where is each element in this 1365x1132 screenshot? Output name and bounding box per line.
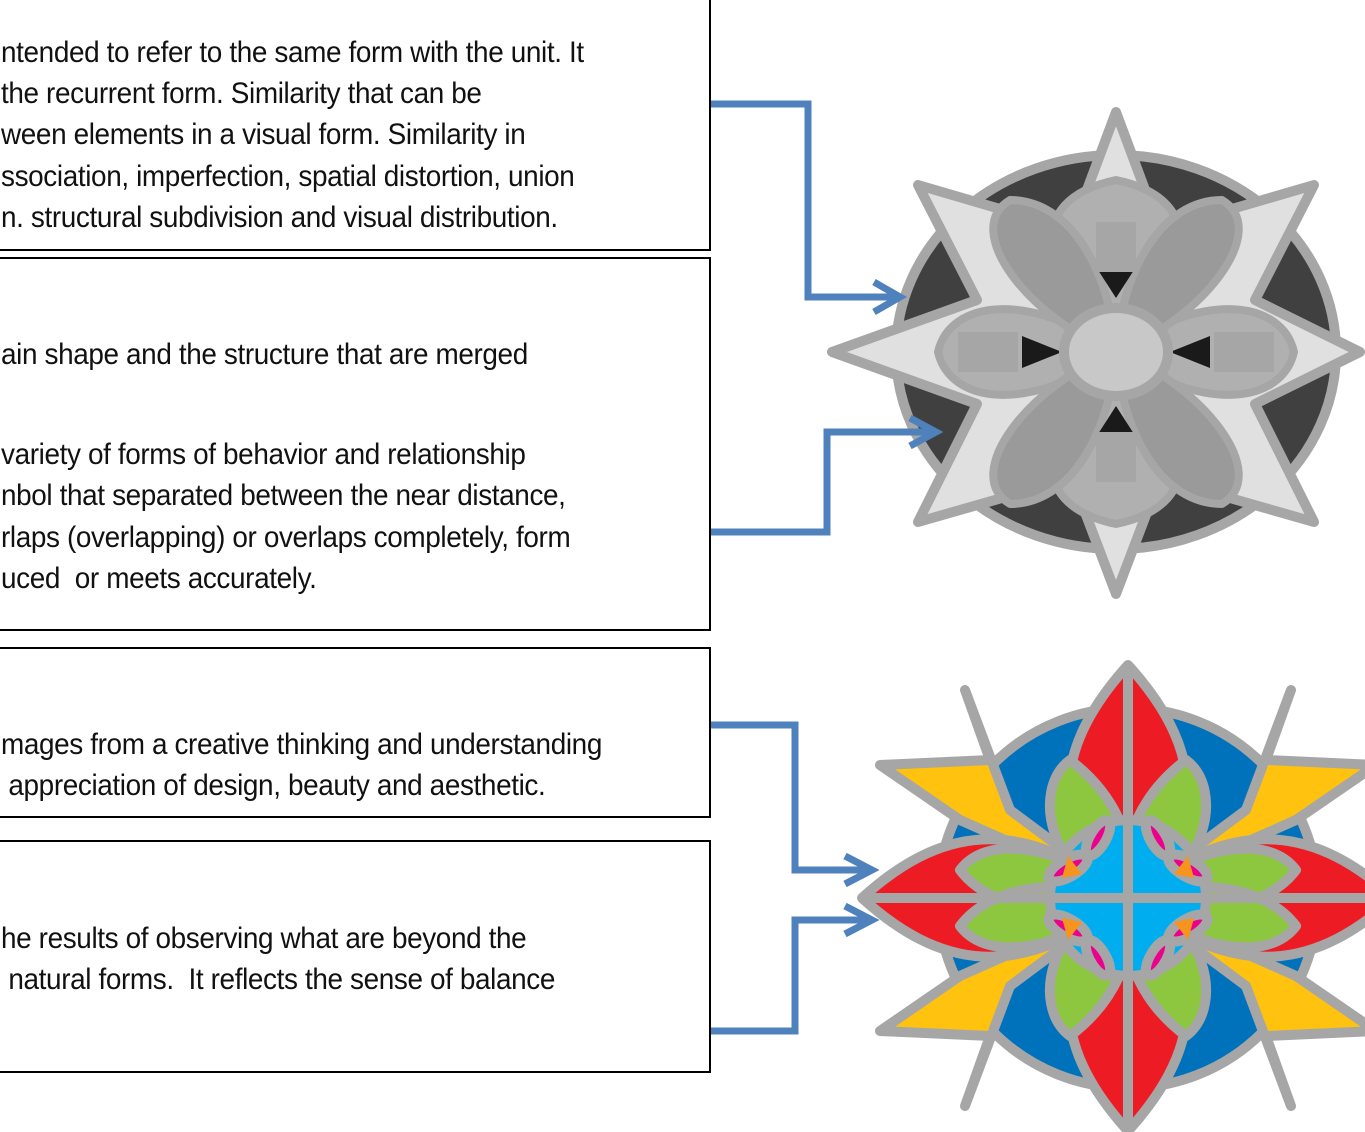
connector-box1 [711,100,898,301]
gray-ornament-center [1059,303,1173,401]
connector-arrowhead-4 [843,902,880,938]
box3-line-1: mages from a creative thinking and under… [1,728,602,761]
box2-line-3: nbol that separated between the near dis… [1,479,566,512]
connector-arrowhead-2 [908,414,944,450]
box4-line-2: natural forms. It reflects the sense of … [1,963,556,996]
text-box-relationship: ain shape and the structure that are mer… [0,257,711,631]
box1-line-5: n. structural subdivision and visual dis… [1,201,558,234]
box3-line-2: appreciation of design, beauty and aesth… [1,769,546,802]
box2-line-2: variety of forms of behavior and relatio… [1,438,526,471]
text-box-observation: he results of observing what are beyond … [0,840,711,1073]
color-ornament [857,660,1365,1132]
gray-ornament-cross [958,222,1274,482]
gray-ornament-dark-triangles [1022,270,1210,434]
box1-line-2: the recurrent form. Similarity that can … [1,77,482,110]
box1-line-1: ntended to refer to the same form with t… [1,36,584,69]
connector-box4 [711,916,868,1035]
color-ornament-orange-accents [1062,856,1194,940]
connector-box2 [711,428,932,536]
box1-line-3: ween elements in a visual form. Similari… [1,118,526,151]
box2-line-1: ain shape and the structure that are mer… [1,338,528,371]
connector-arrows [711,100,944,1035]
box4-line-1: he results of observing what are beyond … [1,922,527,955]
connector-arrowhead-1 [872,278,908,316]
connector-box3 [711,721,868,874]
text-box-similarity: ntended to refer to the same form with t… [0,0,711,251]
box2-line-4: rlaps (overlapping) or overlaps complete… [1,521,571,554]
box2-line-5: uced or meets accurately. [1,562,317,595]
connector-arrowhead-3 [843,852,880,888]
box1-line-4: ssociation, imperfection, spatial distor… [1,160,575,193]
text-box-creative: mages from a creative thinking and under… [0,647,711,818]
gray-ornament [827,107,1365,599]
